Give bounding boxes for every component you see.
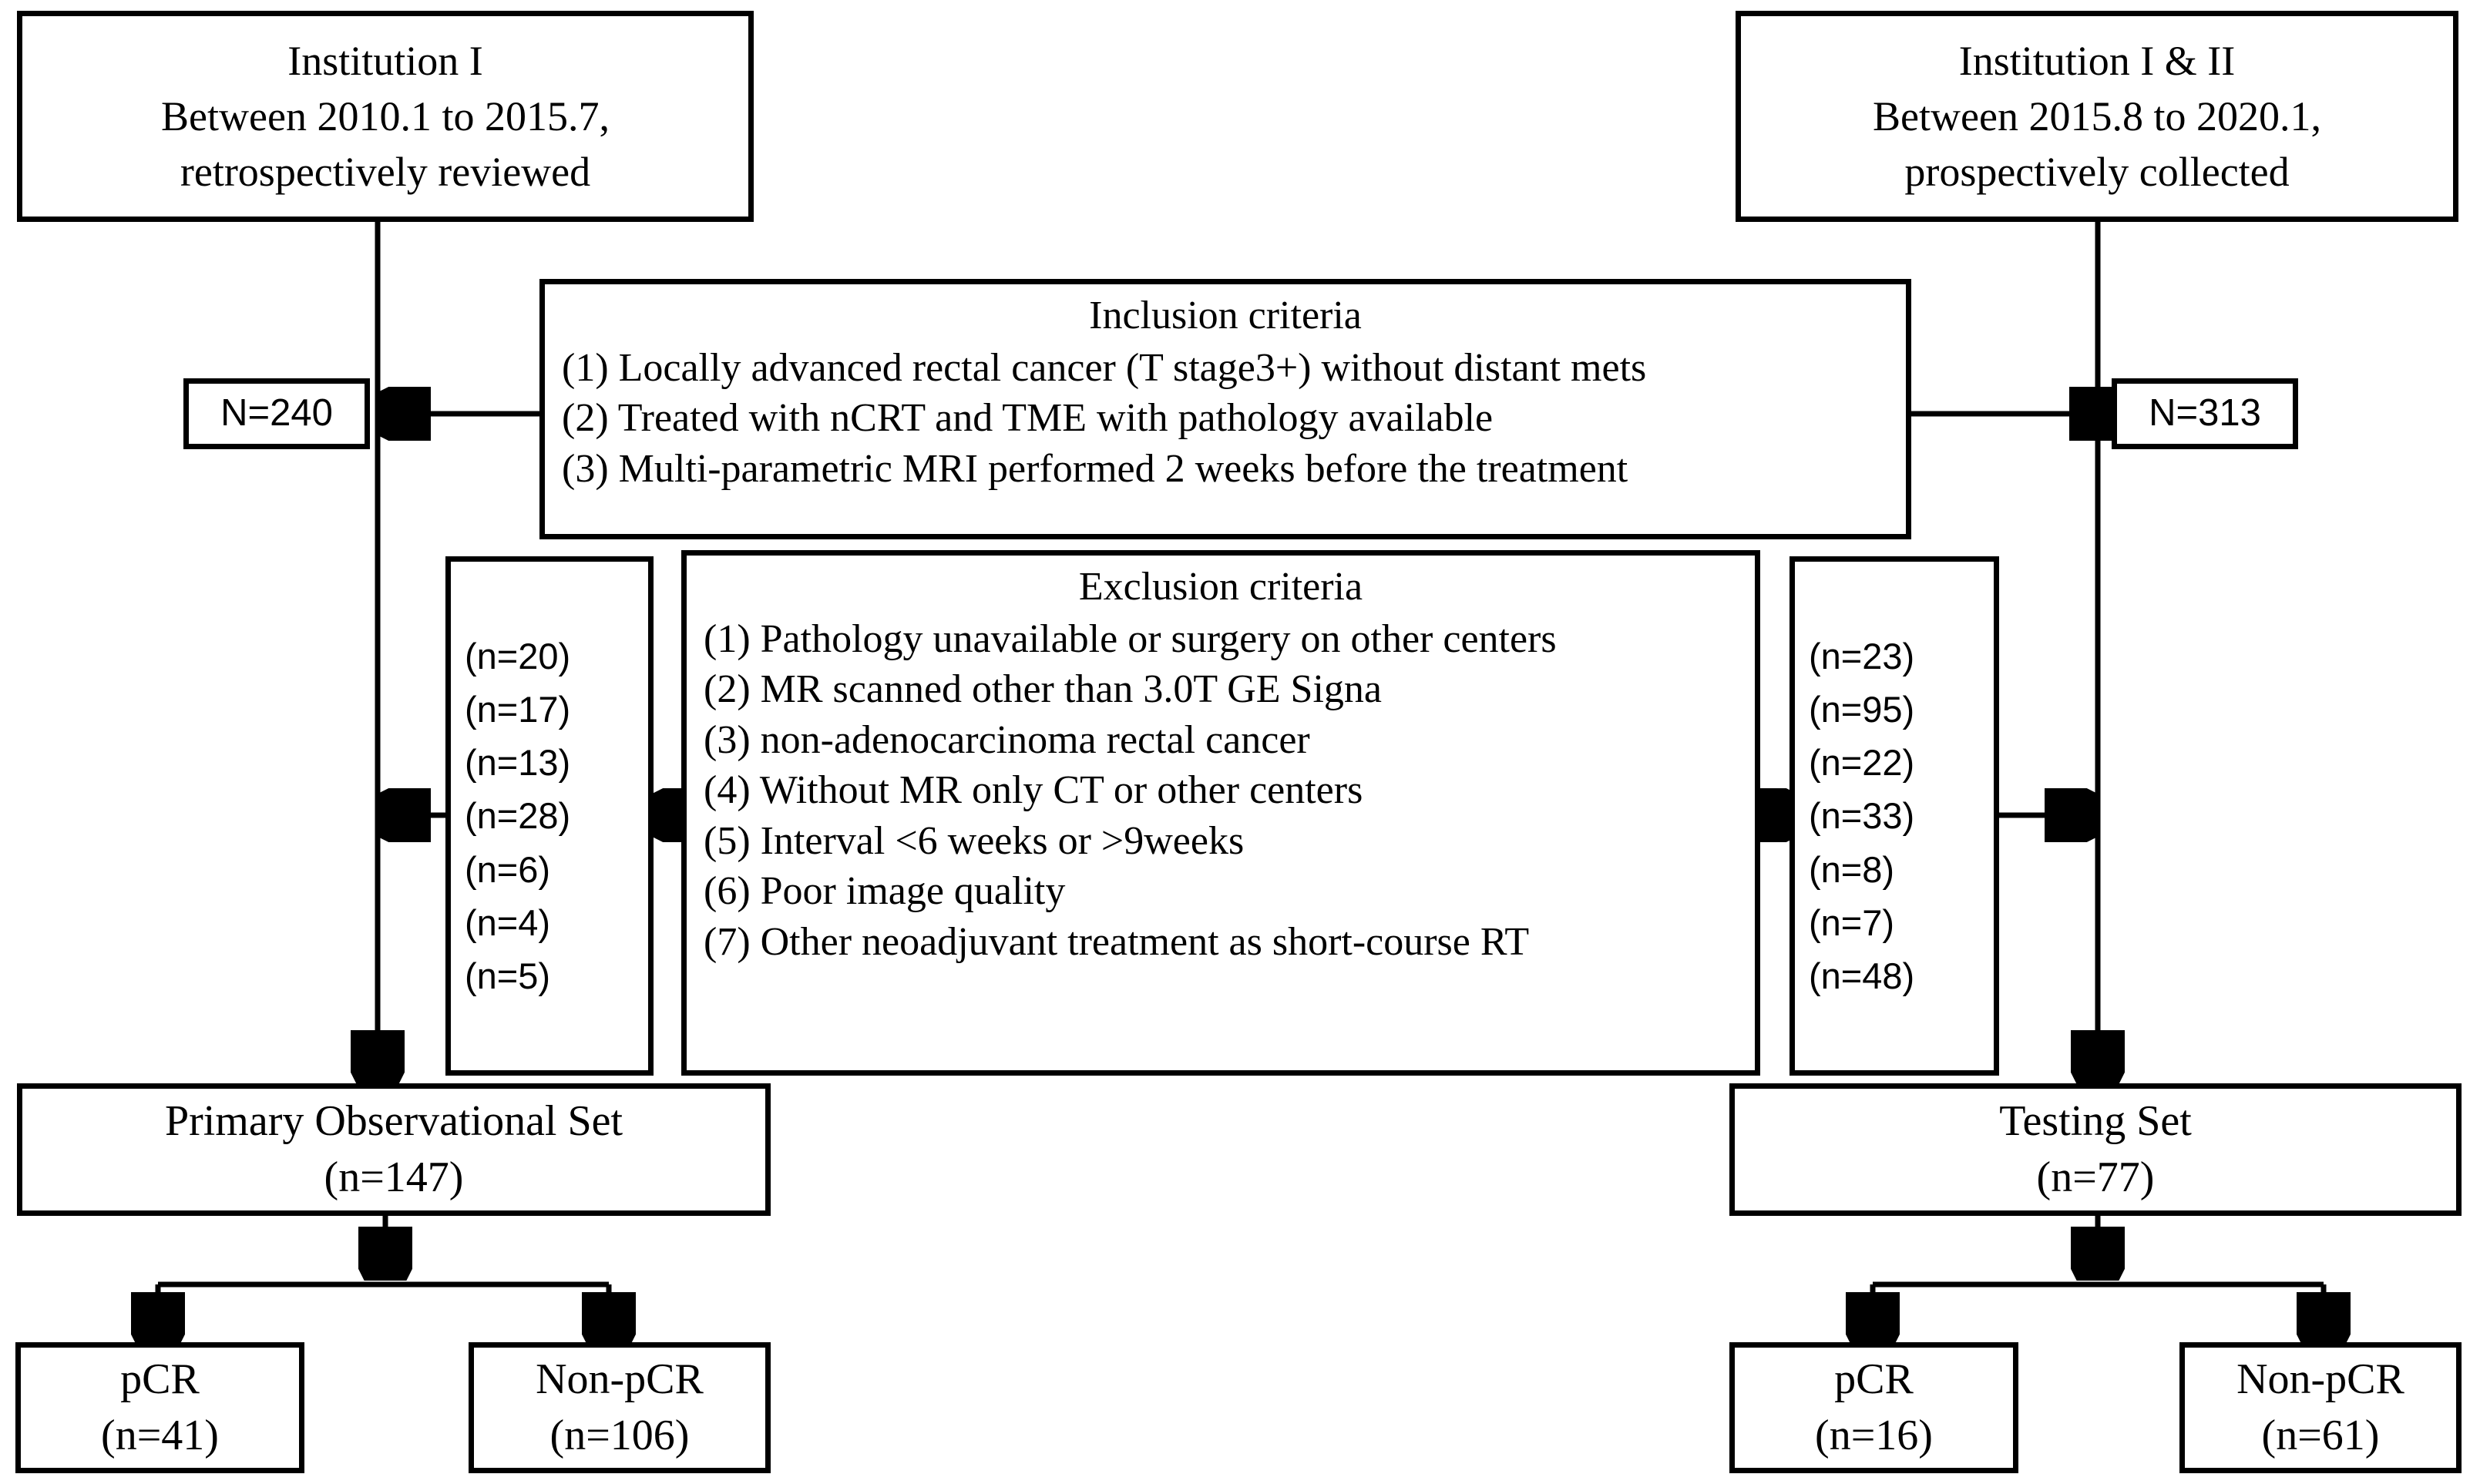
exclusion-criteria-item-4: (4) Without MR only CT or other centers: [704, 768, 1363, 813]
cohort-box-testing-set: Testing Set (n=77): [1729, 1083, 2462, 1216]
exclusion-left-count-3: (n=13): [465, 742, 571, 784]
exclusion-right-count-4: (n=33): [1809, 795, 1915, 837]
exclusion-right-count-5: (n=8): [1809, 848, 1895, 890]
outcome-box-primary-non-pcr: Non-pCR (n=106): [469, 1342, 771, 1473]
institution-1-line-1: Institution I: [287, 37, 483, 84]
exclusion-right-count-2: (n=95): [1809, 689, 1915, 730]
testing-set-name: Testing Set: [1999, 1097, 2192, 1146]
institution-1-line-2: Between 2010.1 to 2015.7,: [161, 92, 610, 139]
inclusion-criteria-item-1: (1) Locally advanced rectal cancer (T st…: [562, 345, 1647, 390]
testing-set-count: (n=77): [2036, 1153, 2155, 1201]
exclusion-criteria-item-5: (5) Interval <6 weeks or >9weeks: [704, 818, 1245, 863]
outcome-box-testing-pcr: pCR (n=16): [1729, 1342, 2018, 1473]
primary-set-count: (n=147): [324, 1153, 464, 1201]
inclusion-criteria-item-3: (3) Multi-parametric MRI performed 2 wee…: [562, 446, 1628, 491]
primary-pcr-count: (n=41): [101, 1412, 219, 1459]
primary-non-pcr-count: (n=106): [549, 1412, 690, 1459]
testing-pcr-label: pCR: [1834, 1355, 1914, 1404]
inclusion-criteria-title: Inclusion criteria: [1089, 294, 1362, 337]
testing-non-pcr-count: (n=61): [2261, 1412, 2380, 1459]
outcome-box-testing-non-pcr: Non-pCR (n=61): [2179, 1342, 2462, 1473]
exclusion-criteria-title: Exclusion criteria: [1078, 565, 1363, 609]
institution-1-line-3: retrospectively reviewed: [180, 149, 591, 196]
exclusion-criteria-item-7: (7) Other neoadjuvant treatment as short…: [704, 919, 1530, 964]
source-box-institution-1: Institution I Between 2010.1 to 2015.7, …: [17, 11, 754, 222]
exclusion-criteria-item-3: (3) non-adenocarcinoma rectal cancer: [704, 717, 1310, 762]
primary-pcr-label: pCR: [120, 1355, 200, 1404]
exclusion-right-count-column: (n=23) (n=95) (n=22) (n=33) (n=8) (n=7) …: [1789, 556, 1999, 1076]
testing-non-pcr-label: Non-pCR: [2236, 1355, 2404, 1404]
source-box-institution-1-and-2: Institution I & II Between 2015.8 to 202…: [1736, 11, 2458, 222]
exclusion-right-count-3: (n=22): [1809, 742, 1915, 784]
inclusion-criteria-item-2: (2) Treated with nCRT and TME with patho…: [562, 396, 1494, 441]
primary-set-name: Primary Observational Set: [164, 1097, 623, 1146]
exclusion-left-count-2: (n=17): [465, 689, 571, 730]
count-box-left-total: N=240: [183, 378, 370, 449]
count-box-right-total: N=313: [2112, 378, 2298, 449]
exclusion-criteria-item-2: (2) MR scanned other than 3.0T GE Signa: [704, 667, 1382, 712]
exclusion-criteria-item-1: (1) Pathology unavailable or surgery on …: [704, 616, 1557, 661]
left-total-label: N=240: [220, 392, 333, 435]
exclusion-left-count-5: (n=6): [465, 848, 551, 890]
exclusion-right-count-7: (n=48): [1809, 955, 1915, 996]
institution-1-2-line-3: prospectively collected: [1904, 149, 2290, 196]
exclusion-left-count-7: (n=5): [465, 955, 551, 996]
exclusion-criteria-panel: Exclusion criteria (1) Pathology unavail…: [681, 550, 1760, 1076]
primary-non-pcr-label: Non-pCR: [536, 1355, 704, 1404]
right-total-label: N=313: [2149, 392, 2261, 435]
exclusion-criteria-item-6: (6) Poor image quality: [704, 869, 1066, 914]
exclusion-left-count-column: (n=20) (n=17) (n=13) (n=28) (n=6) (n=4) …: [445, 556, 654, 1076]
outcome-box-primary-pcr: pCR (n=41): [15, 1342, 304, 1473]
exclusion-right-count-6: (n=7): [1809, 901, 1895, 943]
exclusion-left-count-6: (n=4): [465, 901, 551, 943]
institution-1-2-line-1: Institution I & II: [1958, 37, 2236, 84]
testing-pcr-count: (n=16): [1815, 1412, 1933, 1459]
inclusion-criteria-panel: Inclusion criteria (1) Locally advanced …: [539, 279, 1911, 539]
exclusion-right-count-1: (n=23): [1809, 636, 1915, 677]
cohort-box-primary-observational-set: Primary Observational Set (n=147): [17, 1083, 771, 1216]
exclusion-left-count-1: (n=20): [465, 636, 571, 677]
exclusion-left-count-4: (n=28): [465, 795, 571, 837]
institution-1-2-line-2: Between 2015.8 to 2020.1,: [1873, 92, 2321, 139]
